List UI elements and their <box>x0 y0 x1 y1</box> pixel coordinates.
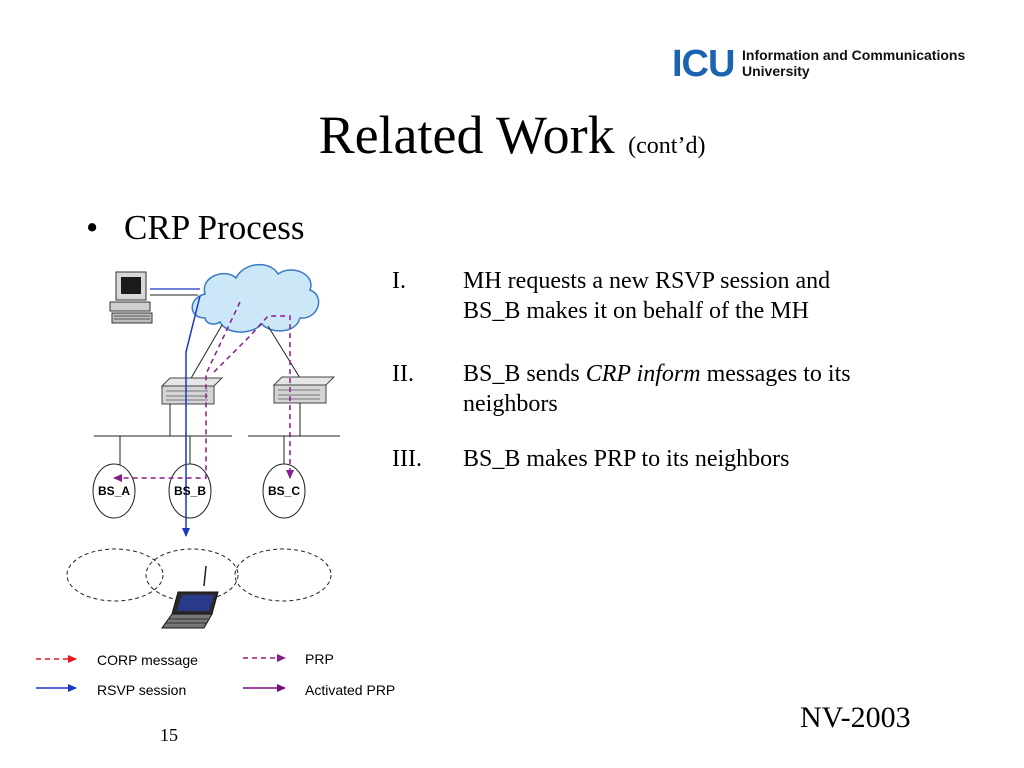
prp-arrow-to-bs-a <box>113 301 241 482</box>
step-number: II. <box>392 361 414 387</box>
step-text-line: BS_B sends CRP inform messages to its <box>463 359 943 389</box>
footer-conference: NV-2003 <box>800 701 911 734</box>
connection-line <box>267 325 301 379</box>
base-station-c <box>262 463 306 519</box>
step-number: I. <box>392 268 406 294</box>
prp-arrow-to-bs-c <box>213 315 294 479</box>
slide-title-main: Related Work <box>318 105 615 165</box>
university-logo: ICU Information and Communications Unive… <box>672 44 982 84</box>
legend-corp-label: CORP message <box>97 652 198 668</box>
step-item: I. MH requests a new RSVP session and BS… <box>392 266 952 330</box>
logo-text: Information and Communications Universit… <box>742 47 965 79</box>
step-text-post: messages to its <box>700 361 851 387</box>
page-number: 15 <box>160 725 178 745</box>
step-text-line: BS_B makes PRP to its neighbors <box>463 446 790 472</box>
step-text-pre: BS_B sends <box>463 361 586 387</box>
slide-title: Related Work (cont’d) <box>0 104 1024 177</box>
legend-rsvp-label: RSVP session <box>97 682 186 698</box>
step-text-line: neighbors <box>463 391 558 417</box>
bs-label-c: BS_C <box>268 484 300 498</box>
step-text-line: MH requests a new RSVP session and <box>463 268 831 294</box>
cloud-icon <box>191 264 320 333</box>
logo-mark: ICU <box>672 43 735 85</box>
step-item: II. BS_B sends CRP inform messages to it… <box>392 359 952 423</box>
network-diagram: BS_A BS_B BS_C CORP message PRP RSVP ses… <box>36 264 395 698</box>
step-item: III. BS_B makes PRP to its neighbors <box>392 444 952 476</box>
router-icon <box>272 376 336 404</box>
step-text-italic: CRP inform <box>585 361 701 387</box>
bullet-item: • CRP Process <box>86 206 305 250</box>
laptop-icon <box>161 565 219 629</box>
desktop-computer-icon <box>109 271 153 324</box>
legend-prp-label: PRP <box>305 651 334 667</box>
rsvp-session-arrow <box>182 295 201 537</box>
step-text: BS_B sends CRP inform messages to its ne… <box>463 359 943 419</box>
coverage-cell-a <box>66 548 164 602</box>
slide-title-sub: (cont’d) <box>628 133 706 159</box>
step-text: MH requests a new RSVP session and BS_B … <box>463 266 943 326</box>
bullet-text: CRP Process <box>124 208 305 247</box>
router-icon <box>160 377 224 405</box>
bullet-dot: • <box>86 208 99 247</box>
step-number: III. <box>392 446 422 472</box>
step-text: BS_B makes PRP to its neighbors <box>463 444 943 474</box>
logo-text-line1: Information and Communications <box>742 47 966 63</box>
logo-text-line2: University <box>742 63 810 79</box>
coverage-cell-c <box>234 548 332 602</box>
bs-label-a: BS_A <box>98 484 130 498</box>
bs-label-b: BS_B <box>174 484 206 498</box>
connection-line <box>189 324 223 381</box>
legend-activated-prp-label: Activated PRP <box>305 682 395 698</box>
step-text-line: BS_B makes it on behalf of the MH <box>463 298 809 324</box>
